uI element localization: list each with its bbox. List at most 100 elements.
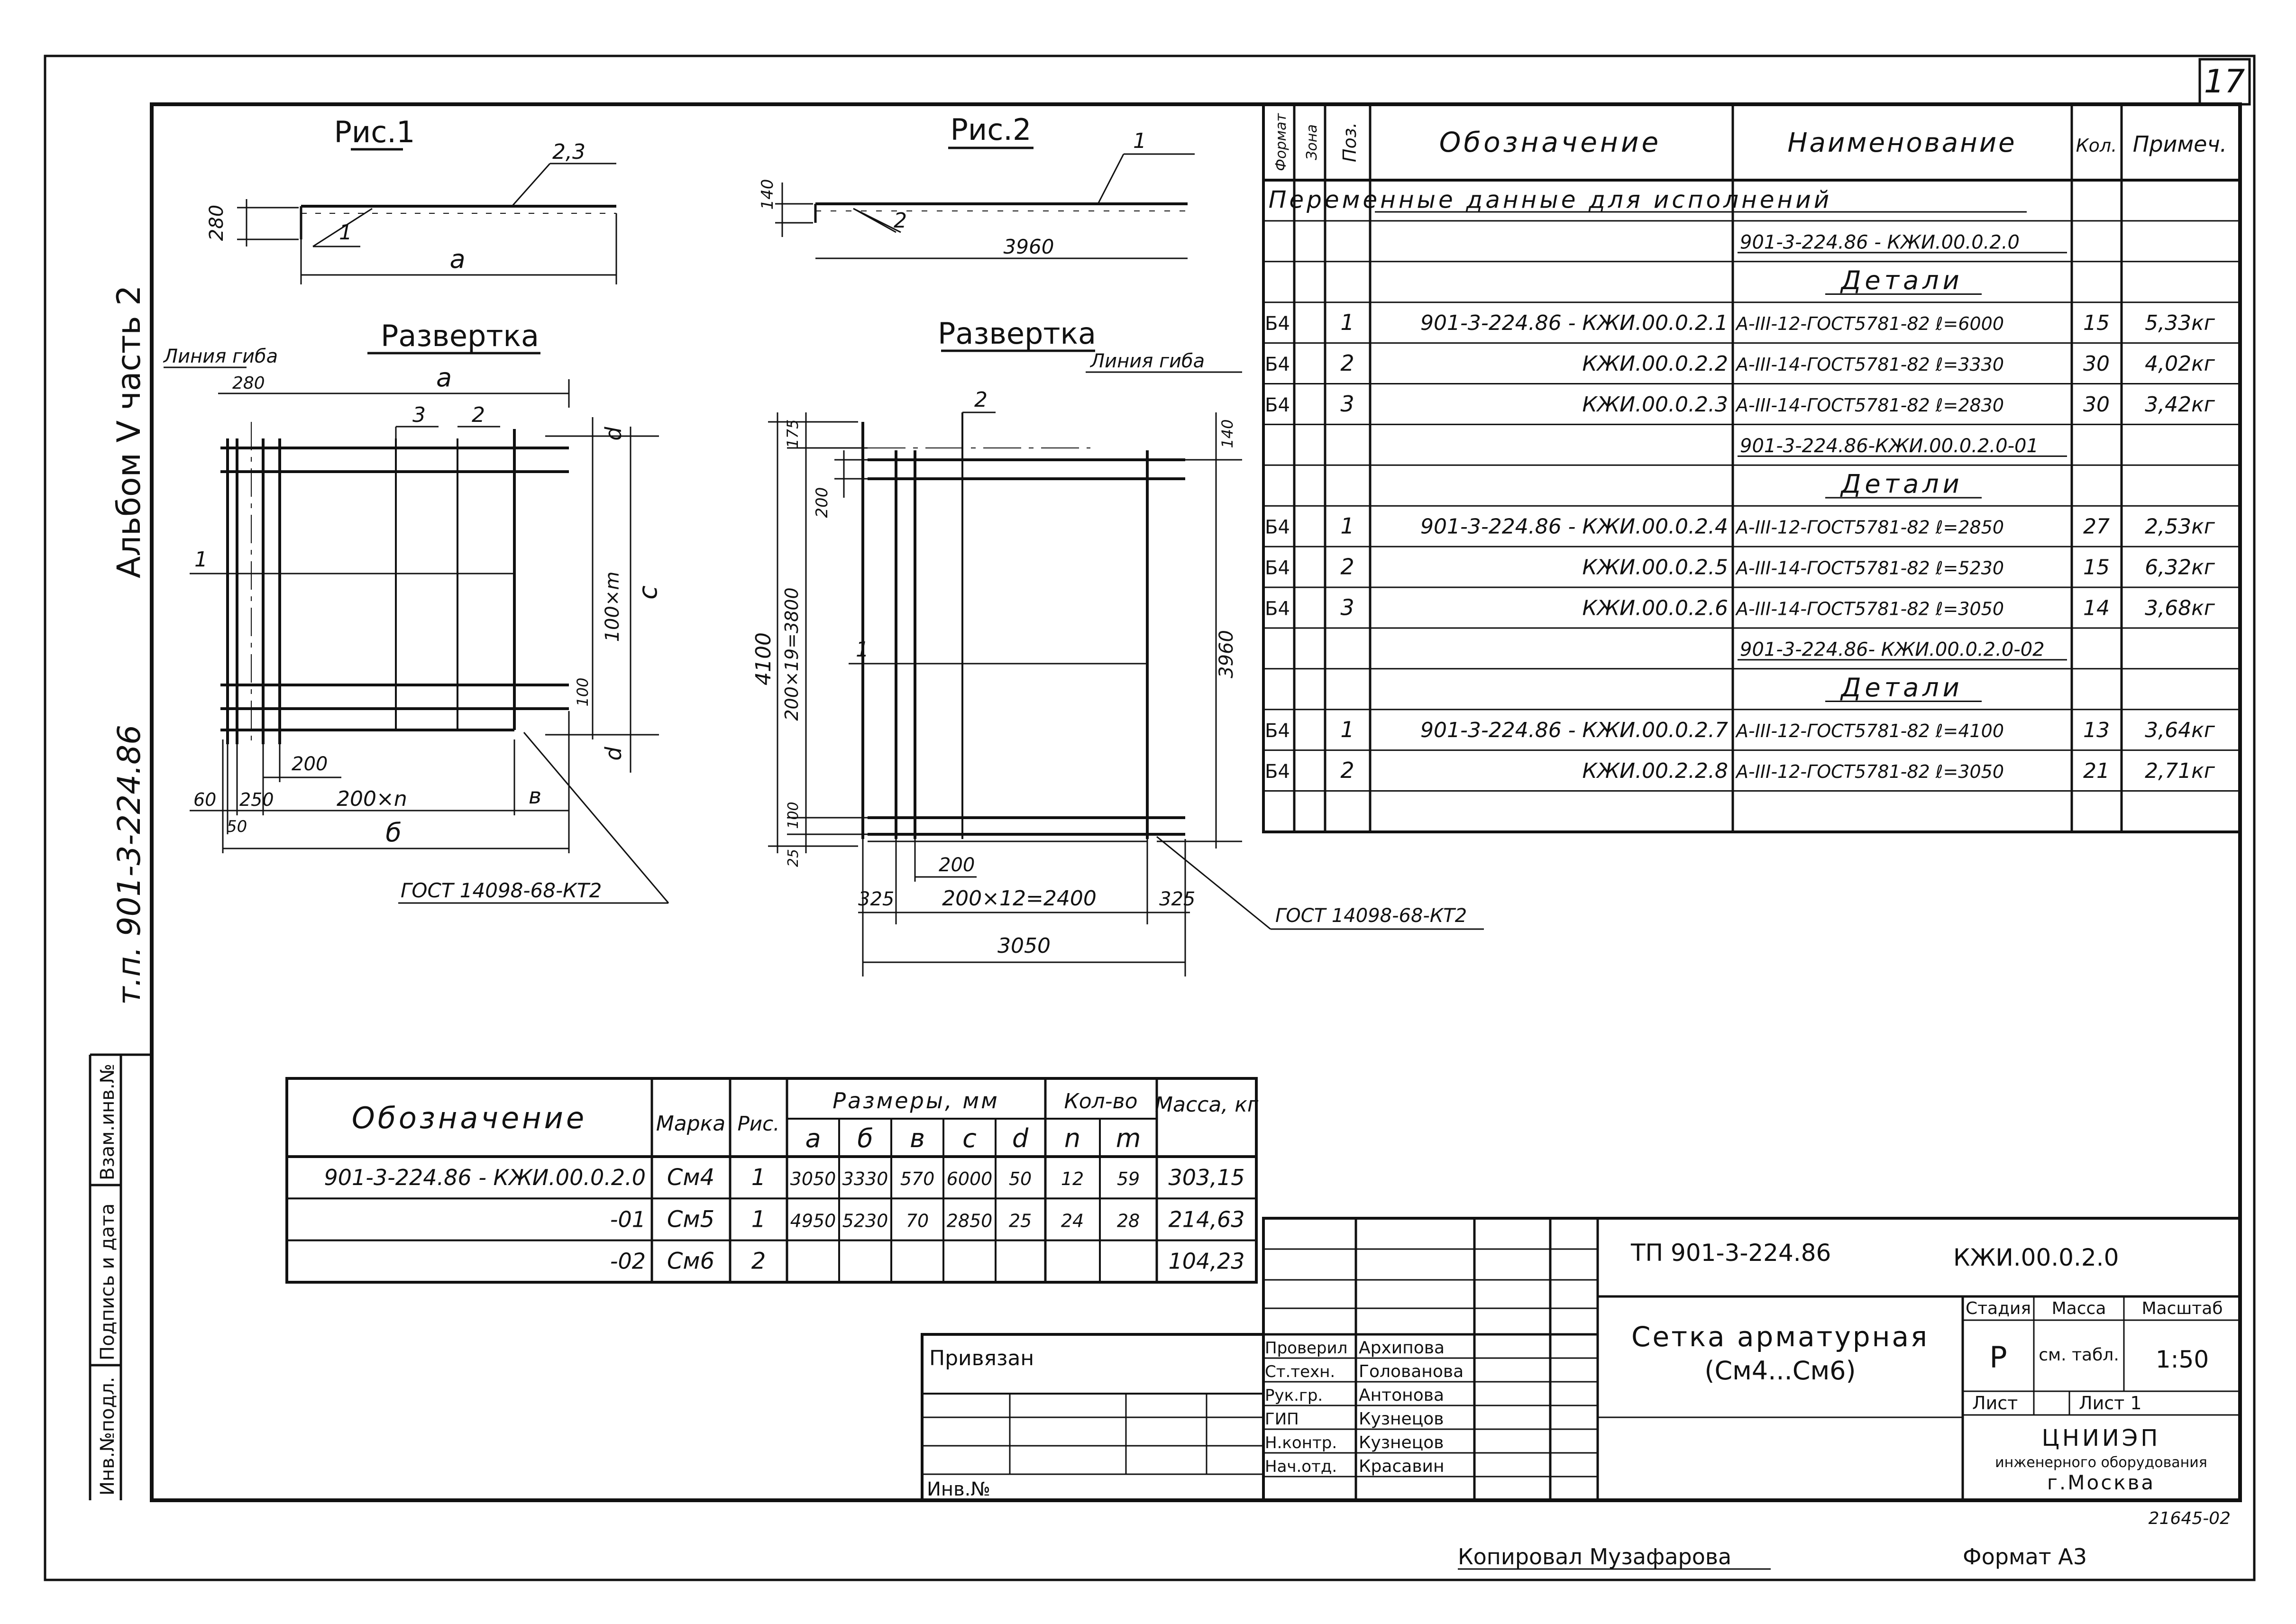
fig1-h280: 280 xyxy=(206,205,228,241)
spec-oboz: 901-3-224.86 - КЖИ.00.0.2.4 xyxy=(1420,515,1728,539)
fig2-liniya-giba: Линия гиба xyxy=(1089,350,1205,372)
figure-2: Рис.2 140 2 1 3960 Развертка Линия гиба xyxy=(751,112,1484,976)
outer-frame xyxy=(44,55,2256,1581)
stamp-vzam: Взам.инв.№ xyxy=(97,1064,119,1180)
spec-naim: А-III-14-ГОСТ5781-82 ℓ=2830 xyxy=(1735,395,2004,416)
sizes-oboz: 901-3-224.86 - КЖИ.00.0.2.0 xyxy=(324,1165,646,1190)
specification-table: Формат Зона Поз. Обозначение Наименовани… xyxy=(1262,103,2241,833)
fig2-d25: 25 xyxy=(785,849,802,867)
fig1-b: б xyxy=(385,818,401,848)
fig2-h140: 140 xyxy=(758,179,777,210)
spec-poz: 3 xyxy=(1340,391,1354,417)
sizes-massa: 303,15 xyxy=(1169,1165,1245,1190)
fig2-title: Рис.2 xyxy=(951,112,1032,147)
sizes-ris: 1 xyxy=(751,1164,766,1191)
tb-code: КЖИ.00.0.2.0 xyxy=(1953,1244,2119,1271)
sizes-v: 570 xyxy=(900,1168,935,1189)
project-code-vertical: т.п. 901-3-224.86 xyxy=(111,725,147,1005)
stamp-inv-podl: Инв.№подл. xyxy=(97,1377,119,1496)
spec-h-format: Формат xyxy=(1273,113,1290,171)
tb-name: Голованова xyxy=(1359,1362,1464,1381)
fig1-dim-a: a xyxy=(449,244,465,274)
spec-naim: А-III-14-ГОСТ5781-82 ℓ=3050 xyxy=(1735,598,2004,619)
spec-naim: А-III-12-ГОСТ5781-82 ℓ=3050 xyxy=(1735,761,2004,782)
spec-h-zona: Зона xyxy=(1304,124,1320,160)
sizes-table: Обозначение Марка Рис. Размеры, мм Кол-в… xyxy=(285,1077,1259,1284)
sizes-h-n: n xyxy=(1064,1123,1080,1153)
spec-format: Б4 xyxy=(1265,761,1290,783)
sizes-c: 6000 xyxy=(947,1168,993,1189)
sizes-marka: См4 xyxy=(667,1164,714,1191)
spec-poz: 1 xyxy=(1340,717,1354,742)
spec-oboz: КЖИ.00.0.2.3 xyxy=(1583,392,1728,417)
fig2-d100: 100 xyxy=(785,802,802,829)
tb-org2: инженерного оборудования xyxy=(1995,1454,2207,1471)
footer-format: Формат А3 xyxy=(1963,1544,2087,1569)
fig2-d3800: 200×19=3800 xyxy=(781,587,802,721)
tb-role: Проверил xyxy=(1265,1339,1347,1358)
spec-naim: А-III-12-ГОСТ5781-82 ℓ=6000 xyxy=(1735,313,2004,334)
fig2-gost: ГОСТ 14098-68-КТ2 xyxy=(1275,905,1467,927)
fig2-d140: 140 xyxy=(1218,419,1236,448)
tb-list: Лист xyxy=(1972,1393,2018,1414)
spec-naim: А-III-14-ГОСТ5781-82 ℓ=5230 xyxy=(1735,558,2004,579)
spec-poz: 2 xyxy=(1340,554,1354,580)
sizes-marka: См5 xyxy=(667,1206,714,1232)
sizes-massa: 104,23 xyxy=(1169,1249,1245,1274)
tb-inv-stamp: 21645-02 xyxy=(2149,1509,2231,1528)
fig1-pos1: 1 xyxy=(339,220,352,245)
spec-kol: 15 xyxy=(2083,311,2110,335)
tb-role: Нач.отд. xyxy=(1265,1457,1337,1476)
tb-masshtab-h: Масштаб xyxy=(2141,1299,2223,1318)
tb-org3: г.Москва xyxy=(2047,1471,2155,1494)
sizes-oboz: -02 xyxy=(610,1249,646,1274)
spec-kol: 14 xyxy=(2083,596,2110,620)
spec-note: Переменные данные для исполнений xyxy=(1269,186,1832,213)
sizes-ris: 1 xyxy=(751,1206,766,1232)
tb-tp: ТП 901-3-224.86 xyxy=(1630,1239,1831,1267)
sizes-h-razm: Размеры, мм xyxy=(832,1088,999,1113)
tb-name: Кузнецов xyxy=(1359,1409,1444,1429)
tb-name1: Сетка арматурная xyxy=(1631,1321,1929,1353)
fig2-d3050: 3050 xyxy=(997,934,1051,958)
spec-kol: 21 xyxy=(2083,759,2110,783)
tb-role: Ст.техн. xyxy=(1265,1362,1335,1381)
tb-masshtab: 1:50 xyxy=(2156,1346,2209,1373)
spec-h-kol: Кол. xyxy=(2076,135,2117,156)
spec-oboz: КЖИ.00.0.2.2 xyxy=(1583,352,1728,376)
fig2-d200b: 200 xyxy=(939,854,975,876)
fig1-razv-a: a xyxy=(436,363,452,392)
spec-kol: 13 xyxy=(2083,718,2110,742)
fig1-p1: 1 xyxy=(194,547,208,572)
sizes-h-a: a xyxy=(805,1123,821,1153)
tb-massa: см. табл. xyxy=(2039,1345,2119,1365)
sizes-h-marka: Марка xyxy=(656,1112,725,1136)
spec-prim: 3,42кг xyxy=(2145,392,2215,417)
fig1-razvertka: Развертка xyxy=(381,319,539,353)
spec-kol: 27 xyxy=(2083,515,2110,539)
fig1-gost: ГОСТ 14098-68-КТ2 xyxy=(401,879,602,902)
fig1-title: Рис.1 xyxy=(334,115,415,149)
sizes-a: 3050 xyxy=(790,1168,836,1189)
fig1-m: 100×m xyxy=(602,572,623,642)
spec-naim: А-III-12-ГОСТ5781-82 ℓ=2850 xyxy=(1735,517,2004,538)
sizes-v: 70 xyxy=(906,1210,929,1231)
sizes-m: 28 xyxy=(1117,1210,1140,1231)
fig2-p2: 2 xyxy=(974,388,988,412)
spec-prim: 5,33кг xyxy=(2145,311,2215,335)
tb-listov: Лист 1 xyxy=(2079,1393,2142,1414)
tb-role: Н.контр. xyxy=(1265,1433,1337,1452)
spec-poz: 1 xyxy=(1340,513,1354,539)
fig1-c: c xyxy=(633,585,663,600)
sizes-c: 2850 xyxy=(947,1210,993,1231)
spec-format: Б4 xyxy=(1265,557,1290,579)
sizes-d: 50 xyxy=(1009,1168,1032,1189)
sizes-m: 59 xyxy=(1117,1168,1140,1189)
spec-poz: 2 xyxy=(1340,350,1354,376)
sizes-b: 5230 xyxy=(842,1210,888,1231)
fig1-d280: 280 xyxy=(232,374,265,393)
spec-kol: 30 xyxy=(2083,352,2110,376)
spec-h-oboz: Обозначение xyxy=(1439,126,1661,158)
fig1-liniya-giba: Линия гиба xyxy=(163,346,278,367)
